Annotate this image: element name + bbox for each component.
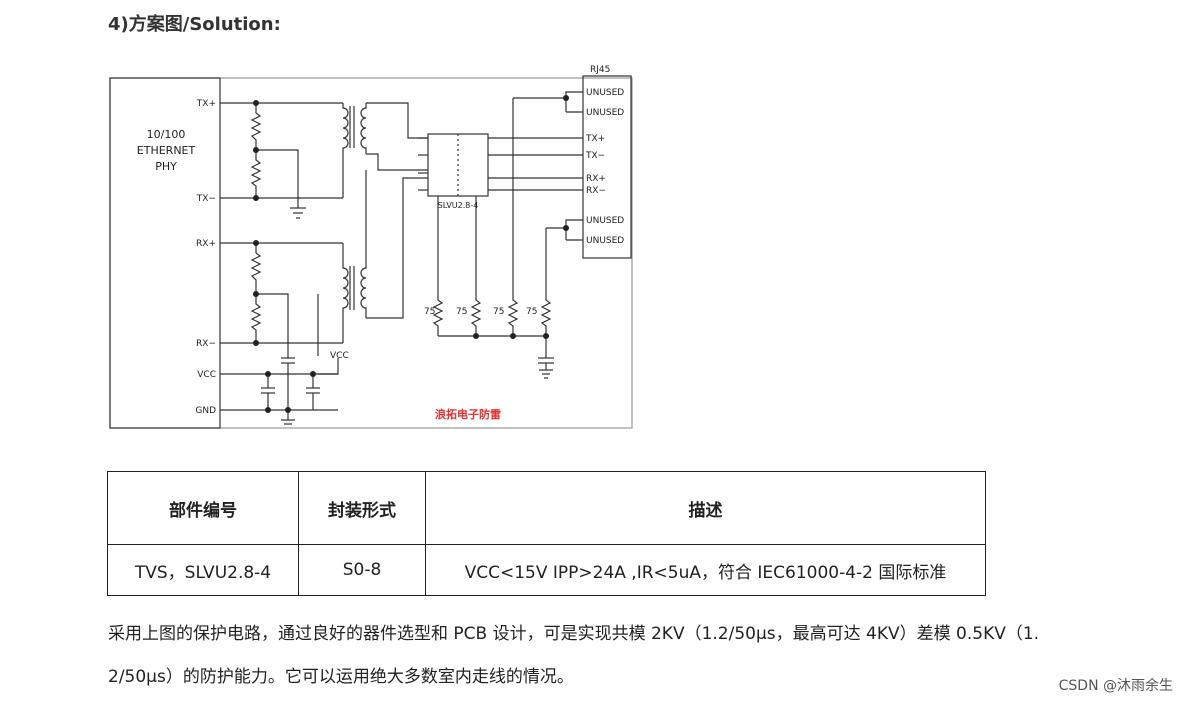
cell-part-number: TVS，SLVU2.8-4 [107,544,299,596]
rj45-pin-3: TX+ [585,134,605,144]
phy-pin-tx-plus: TX+ [196,99,216,109]
section-heading: 4)方案图/Solution: [108,14,281,35]
header-part-number: 部件编号 [107,471,299,545]
phy-label-line2: ETHERNET [137,144,196,157]
paragraph-line-1: 采用上图的保护电路，通过良好的器件选型和 PCB 设计，可是实现共模 2KV（1… [108,624,1040,644]
phy-pin-gnd: GND [195,406,216,416]
table-header-row: 部件编号 封装形式 描述 [107,471,986,545]
header-package: 封装形式 [298,471,426,545]
resistor-label-1: 75 [424,307,435,317]
rj45-pin-6: RX− [586,186,606,196]
table-row: TVS，SLVU2.8-4 S0-8 VCC<15V IPP>24A ,IR<5… [107,544,986,596]
phy-label-line3: PHY [155,160,177,173]
rj45-pin-1: UNUSED [586,88,624,98]
resistor-label-4: 75 [526,307,537,317]
protection-schematic: 10/100 ETHERNET PHY TX+ TX− RX+ RX− VCC … [108,58,634,430]
paragraph-line-2: 2/50μs）的防护能力。它可以运用绝大多数室内走线的情况。 [108,667,574,687]
rj45-label: RJ45 [590,65,610,75]
rj45-pin-5: RX+ [586,174,606,184]
resistor-label-2: 75 [456,307,467,317]
resistor-label-3: 75 [493,307,504,317]
rj45-pin-8: UNUSED [586,236,624,246]
tvs-label: SLVU2.8-4 [438,201,479,210]
spec-table: 部件编号 封装形式 描述 TVS，SLVU2.8-4 S0-8 VCC<15V … [107,471,986,596]
phy-pin-tx-minus: TX− [196,194,216,204]
cell-package: S0-8 [298,544,426,596]
phy-pin-vcc: VCC [197,370,216,380]
rj45-pin-7: UNUSED [586,216,624,226]
phy-label-line1: 10/100 [147,128,186,141]
phy-pin-rx-minus: RX− [196,339,216,349]
phy-pin-rx-plus: RX+ [196,239,216,249]
header-description: 描述 [425,471,986,545]
brand-watermark-text: 浪拓电子防雷 [435,407,501,421]
rj45-pin-4: TX− [585,151,605,161]
csdn-watermark: CSDN @沐雨余生 [1058,678,1173,694]
cell-description: VCC<15V IPP>24A ,IR<5uA，符合 IEC61000-4-2 … [425,544,986,596]
schematic-svg: 10/100 ETHERNET PHY TX+ TX− RX+ RX− VCC … [109,65,633,429]
vcc-label: VCC [330,351,349,361]
rj45-pin-2: UNUSED [586,108,624,118]
